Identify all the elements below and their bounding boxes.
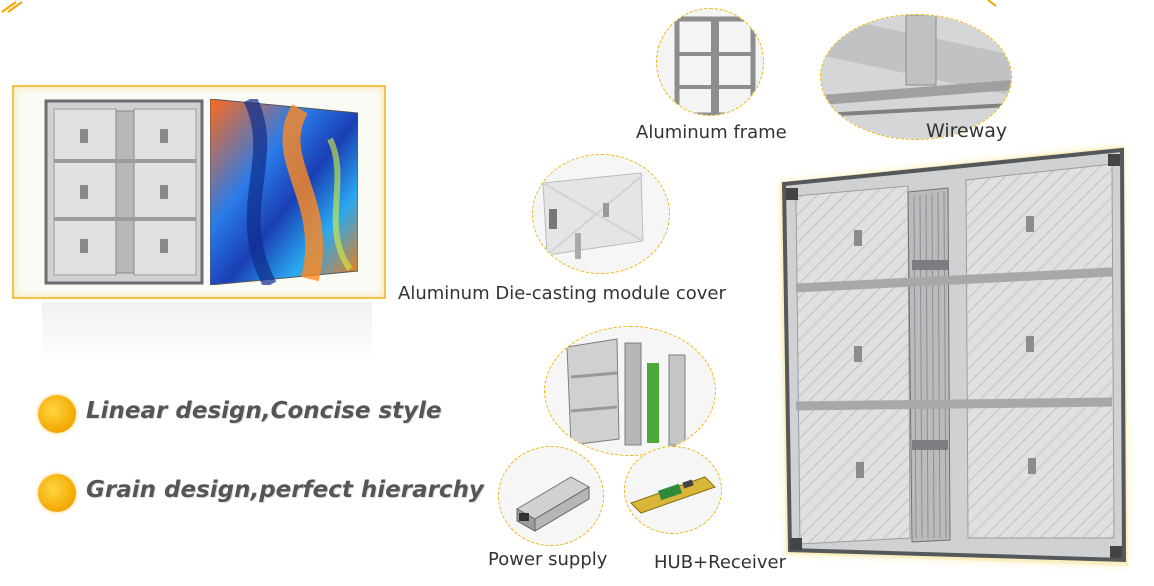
feature-bullet-icon [38, 395, 76, 433]
feature-linear-design: Linear design,Concise style [86, 398, 442, 424]
hub-receiver-callout [624, 446, 722, 534]
top-right-chevron-icon [987, 0, 997, 7]
exploded-parts-callout [544, 326, 716, 456]
feature-grain-design: Grain design,perfect hierarchy [86, 477, 484, 503]
cabinet-showcase-frame [12, 85, 386, 299]
aluminum-frame-image [674, 16, 756, 115]
cabinet-front-view-image [210, 99, 358, 285]
module-cover-label: Aluminum Die-casting module cover [398, 283, 726, 304]
feature-bullet-icon [38, 474, 76, 512]
module-cover-callout [532, 154, 670, 274]
power-supply-callout [498, 446, 604, 546]
power-supply-label: Power supply [488, 549, 608, 570]
wireway-callout [820, 14, 1012, 140]
wireway-image [821, 15, 1011, 139]
hub-receiver-image [625, 447, 721, 533]
aluminum-frame-callout [656, 8, 764, 116]
main-cabinet-image [780, 146, 1128, 566]
top-left-chevron-icon [1, 1, 23, 13]
cabinet-back-view-image [44, 99, 204, 285]
wireway-label: Wireway [926, 120, 1008, 142]
power-supply-image [499, 447, 603, 545]
exploded-parts-image [545, 327, 715, 455]
aluminum-frame-label: Aluminum frame [636, 122, 787, 143]
hub-receiver-label: HUB+Receiver [654, 552, 787, 573]
showcase-reflection [42, 302, 372, 362]
module-cover-image [533, 155, 669, 273]
